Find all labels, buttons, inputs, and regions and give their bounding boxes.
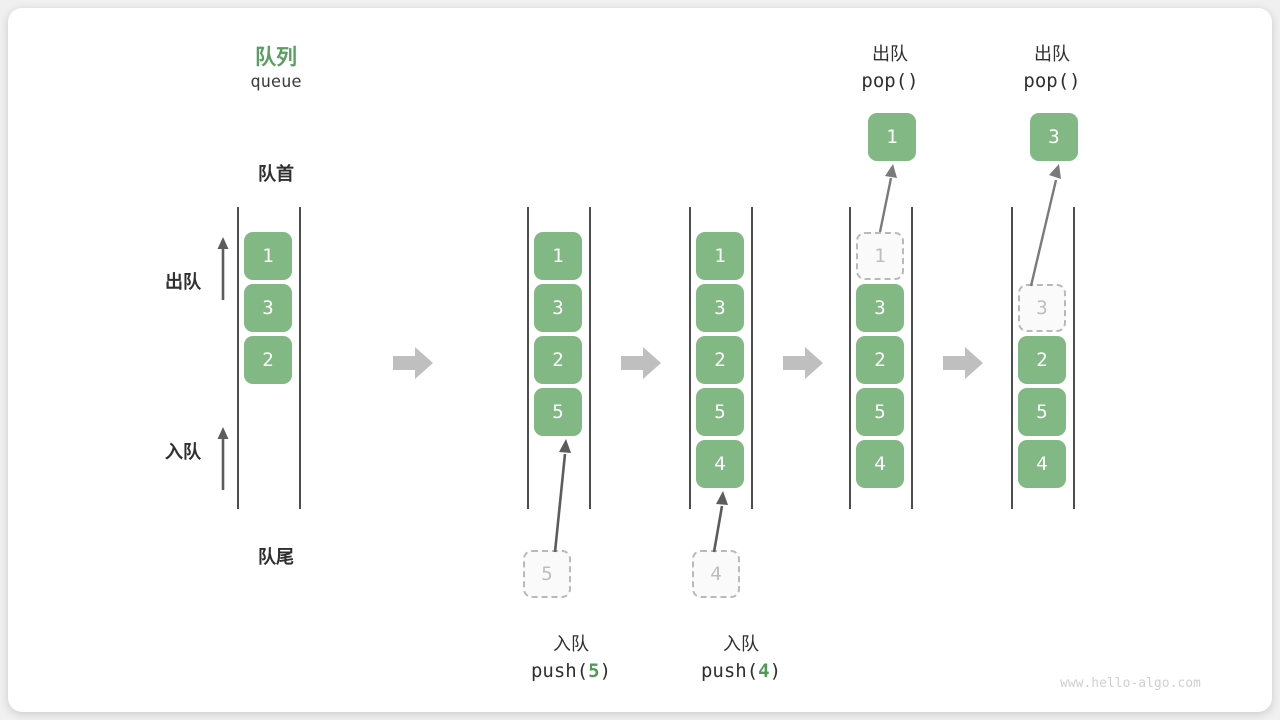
code-suffix: ) <box>1069 70 1081 92</box>
enqueue-side-label: 入队 <box>165 442 201 463</box>
figure-title-en: queue <box>250 72 302 92</box>
figure-card: 队列 queue 队首 队尾 出队 入队 1 3 2 <box>8 8 1272 712</box>
queue-element: 5 <box>696 388 744 436</box>
queue-element: 2 <box>534 336 582 384</box>
rail-right <box>911 207 913 509</box>
rail-left <box>1011 207 1013 509</box>
queue-element-removed: 3 <box>1018 284 1066 332</box>
code-suffix: ) <box>769 660 782 682</box>
step-caption-cn: 入队 <box>553 634 589 655</box>
dequeue-side-label: 出队 <box>165 272 201 293</box>
queue-element: 1 <box>244 232 292 280</box>
rail-left <box>527 207 529 509</box>
code-arg: 4 <box>758 660 770 682</box>
popped-element: 3 <box>1030 113 1078 161</box>
rail-right <box>1073 207 1075 509</box>
queue-element: 4 <box>856 440 904 488</box>
queue-element-removed: 1 <box>856 232 904 280</box>
rail-right <box>299 207 301 509</box>
dequeue-arrow-icon <box>878 164 897 233</box>
step-caption-code: pop() <box>967 70 1137 92</box>
enqueue-direction-arrow-icon <box>217 427 229 490</box>
dequeue-arrow-icon <box>1029 164 1061 287</box>
step-caption-code: pop() <box>805 70 975 92</box>
queue-element: 3 <box>856 284 904 332</box>
queue-front-label: 队首 <box>258 164 294 185</box>
queue-element: 2 <box>244 336 292 384</box>
diagram-stage: 队列 queue 队首 队尾 出队 入队 1 3 2 <box>8 8 1272 712</box>
rail-left <box>237 207 239 509</box>
step-caption-cn: 入队 <box>723 634 759 655</box>
incoming-element-ghost: 5 <box>523 550 571 598</box>
rail-right <box>589 207 591 509</box>
step-caption-code: push(5) <box>486 660 656 682</box>
code-prefix: push( <box>530 660 589 682</box>
step-caption-cn: 出队 <box>872 44 908 65</box>
popped-element: 1 <box>868 113 916 161</box>
queue-element: 2 <box>856 336 904 384</box>
code-prefix: pop( <box>1023 70 1070 92</box>
step-caption-code: push(4) <box>656 660 826 682</box>
code-suffix: ) <box>599 660 612 682</box>
enqueue-arrow-icon <box>712 491 728 553</box>
step-transition-arrow-icon <box>943 347 983 379</box>
code-prefix: pop( <box>861 70 908 92</box>
queue-element: 3 <box>696 284 744 332</box>
code-arg: 5 <box>588 660 600 682</box>
step-transition-arrow-icon <box>783 347 823 379</box>
rail-right <box>751 207 753 509</box>
queue-element: 2 <box>1018 336 1066 384</box>
code-prefix: push( <box>700 660 759 682</box>
queue-element: 5 <box>1018 388 1066 436</box>
watermark: www.hello-algo.com <box>1060 676 1201 691</box>
queue-element-new: 5 <box>534 388 582 436</box>
queue-rear-label: 队尾 <box>258 547 294 568</box>
dequeue-direction-arrow-icon <box>217 237 229 300</box>
figure-title-cn: 队列 <box>255 45 297 69</box>
queue-element: 2 <box>696 336 744 384</box>
rail-left <box>849 207 851 509</box>
queue-element: 3 <box>244 284 292 332</box>
enqueue-arrow-icon <box>553 439 571 553</box>
step-transition-arrow-icon <box>393 347 433 379</box>
step-caption-cn: 出队 <box>1034 44 1070 65</box>
incoming-element-ghost: 4 <box>692 550 740 598</box>
queue-element: 5 <box>856 388 904 436</box>
queue-element: 3 <box>534 284 582 332</box>
queue-element: 1 <box>696 232 744 280</box>
queue-element: 4 <box>1018 440 1066 488</box>
queue-element-new: 4 <box>696 440 744 488</box>
queue-element: 1 <box>534 232 582 280</box>
code-suffix: ) <box>907 70 919 92</box>
rail-left <box>689 207 691 509</box>
step-transition-arrow-icon <box>621 347 661 379</box>
